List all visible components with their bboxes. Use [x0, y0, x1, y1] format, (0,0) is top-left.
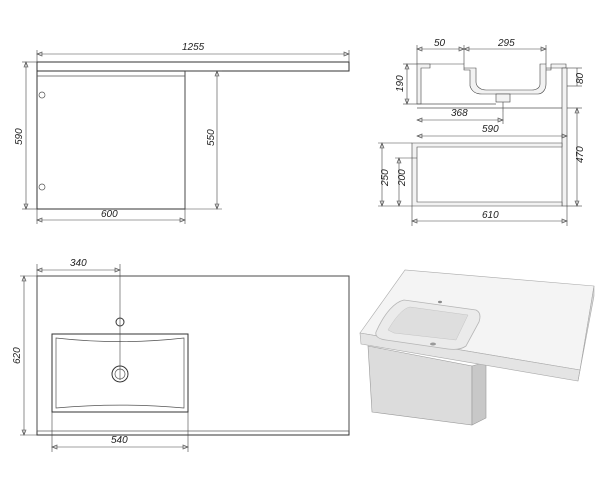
dim-label-drawer-height: 250: [380, 169, 391, 187]
dim-label-tap-offset: 340: [70, 258, 87, 269]
render-tap-hole: [438, 300, 442, 304]
cabinet-hinge: [38, 183, 46, 191]
front-cabinet: [36, 70, 186, 210]
dim-label-cabinet-height: 590: [14, 128, 25, 145]
front-view: 1255 590 550 600: [14, 42, 350, 224]
product-render: [359, 269, 595, 426]
dim-label-plan-depth: 620: [12, 347, 23, 364]
cabinet-hinge: [38, 91, 46, 99]
dim-label-cabinet-width: 600: [101, 209, 118, 220]
dim-label-total-depth: 610: [482, 210, 499, 221]
dim-label-top-thickness: 190: [395, 75, 406, 92]
dim-label-basin-width-plan: 540: [111, 435, 128, 446]
dim-label-basin-depth: 80: [575, 72, 586, 84]
render-drain: [430, 342, 436, 346]
dim-label-total-width: 1255: [182, 42, 205, 53]
plan-basin-inner: [55, 337, 185, 409]
side-drain: [495, 93, 511, 103]
dim-label-drain-offset: 368: [451, 108, 468, 119]
dim-label-front-offset: 50: [434, 38, 446, 49]
dim-label-basin-width: 295: [497, 38, 515, 49]
side-drawer-section: [411, 142, 563, 207]
dim-label-cabinet-depth: 590: [482, 124, 499, 135]
side-basin-section: [417, 63, 567, 95]
front-countertop: [36, 61, 350, 72]
side-section-view: 50 295 190 80 368 590 470: [378, 38, 586, 226]
plan-countertop: [36, 275, 350, 436]
dim-label-drawer-inner: 200: [397, 169, 408, 187]
render-cabinet-side: [471, 361, 487, 426]
plan-view: 340 620 540: [12, 258, 350, 452]
dim-label-inner-height: 550: [206, 129, 217, 146]
dim-label-right-height: 470: [575, 146, 586, 163]
